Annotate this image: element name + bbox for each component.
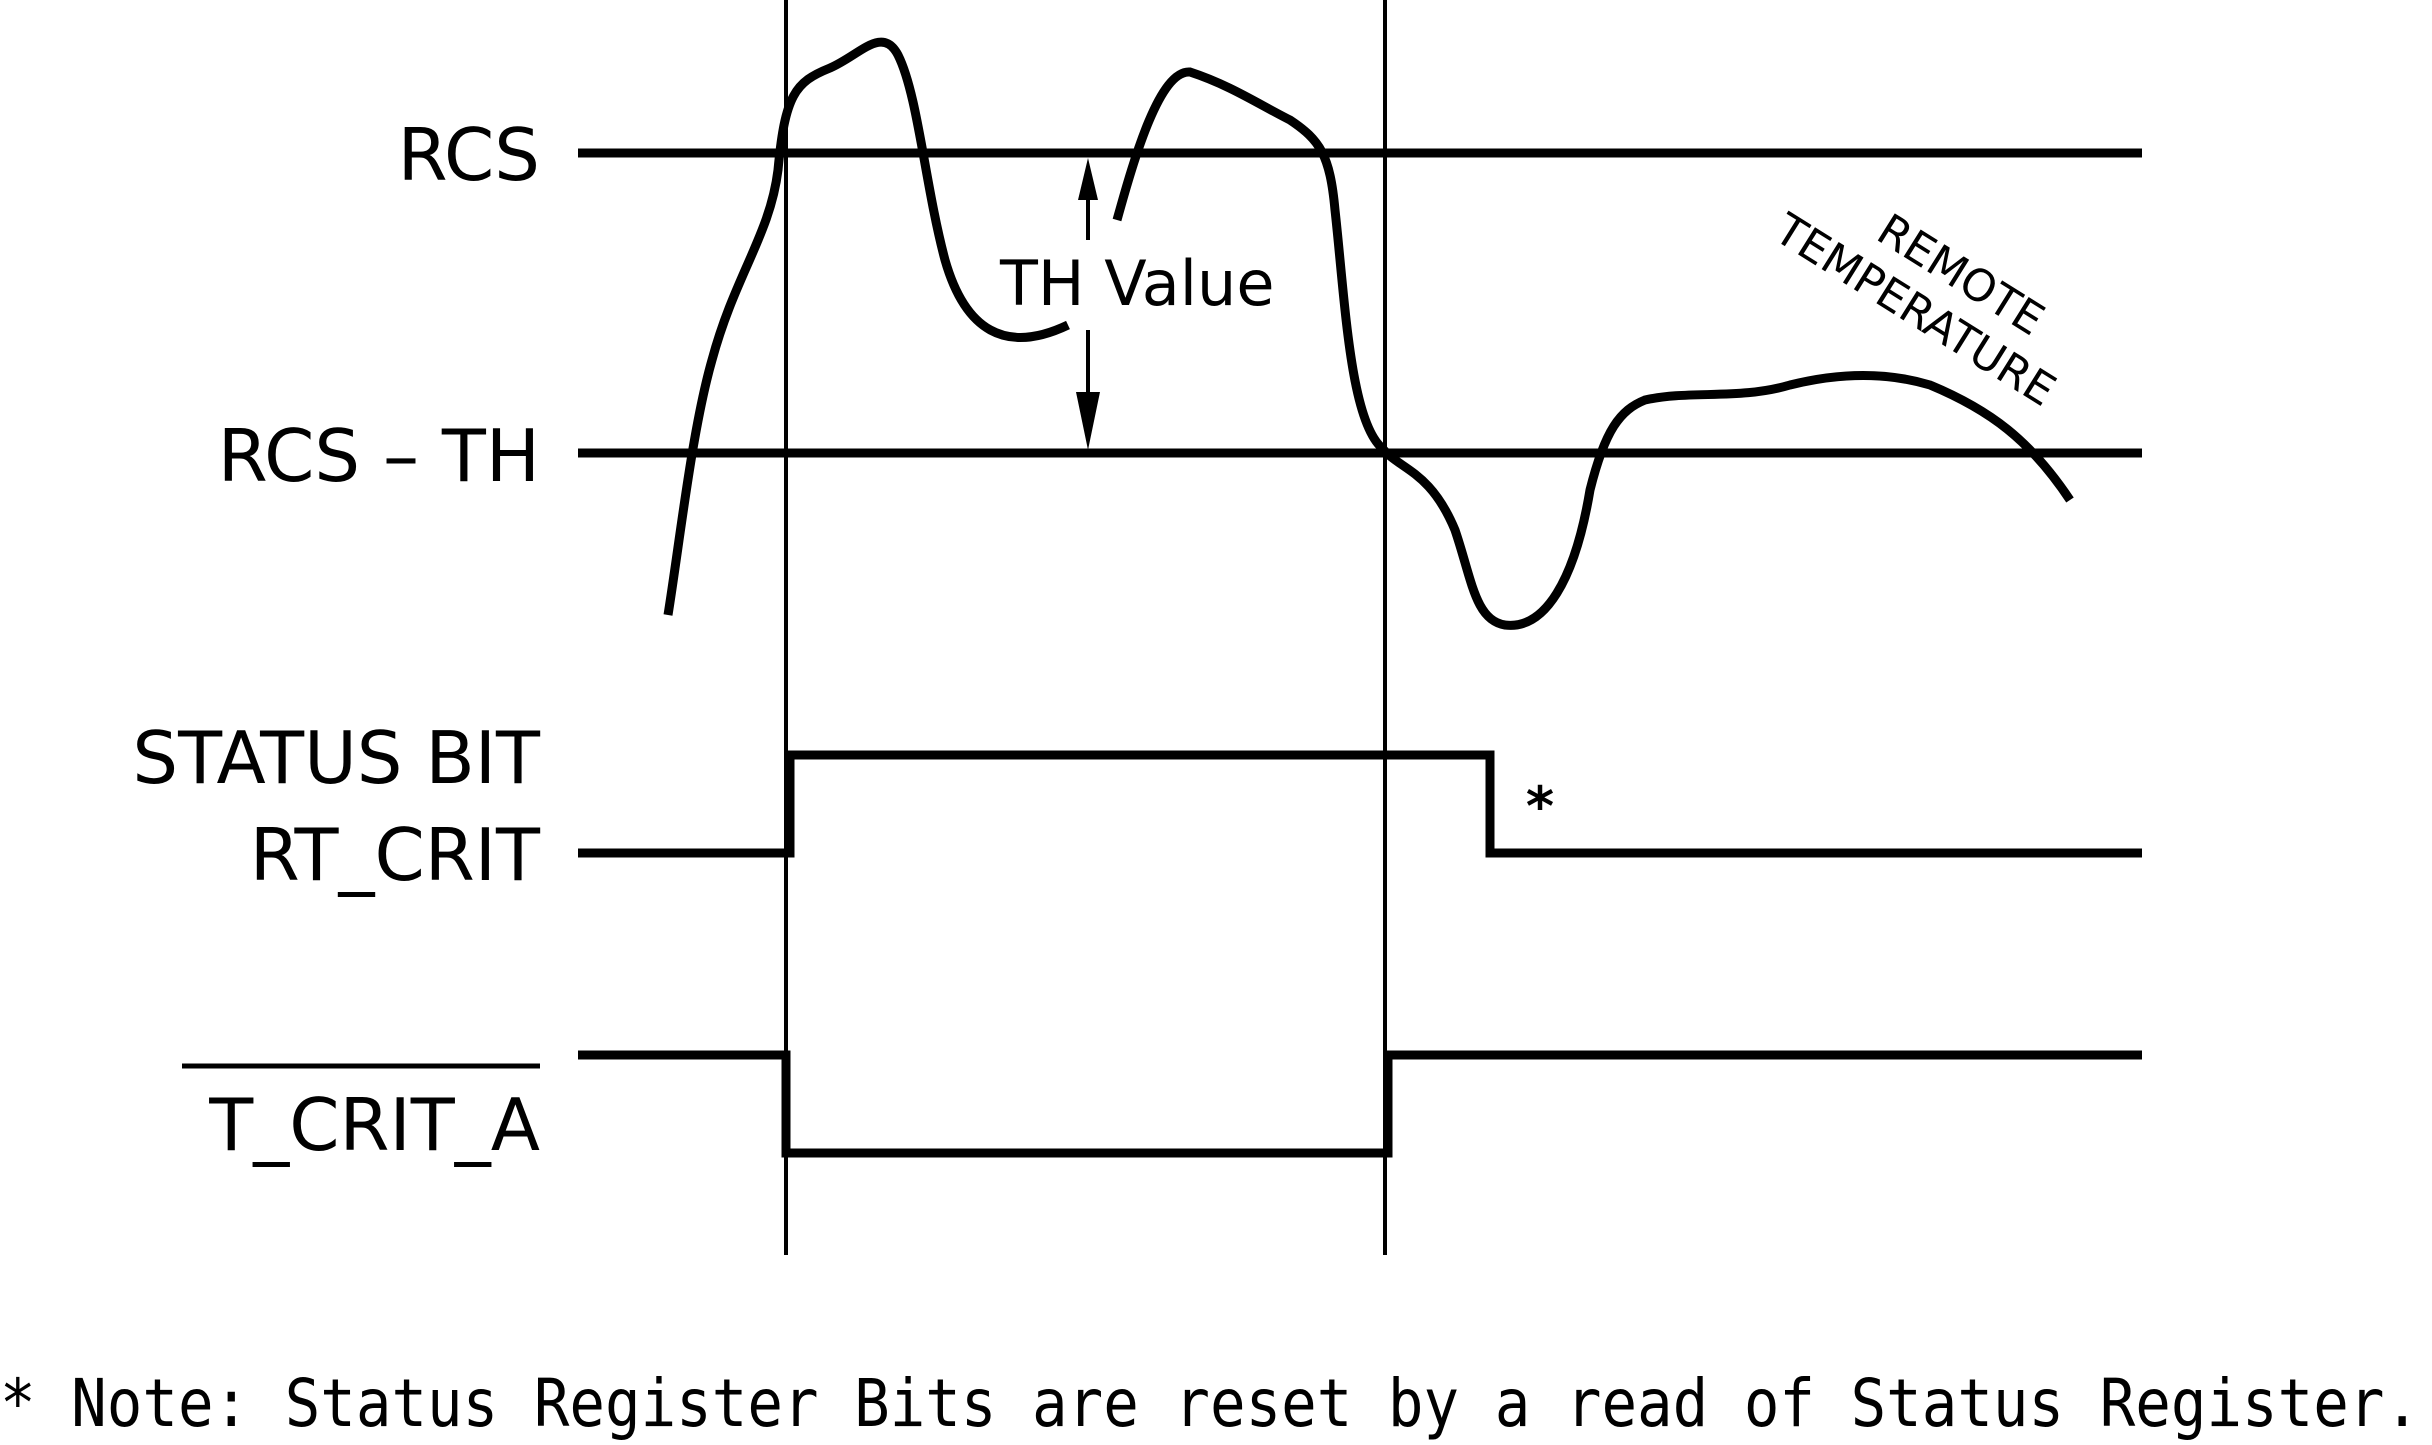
- rcs-minus-th-label: RCS – TH: [218, 414, 540, 498]
- rt-crit-label: RT_CRIT: [250, 813, 541, 897]
- t-crit-a-label: T_CRIT_A: [208, 1083, 540, 1167]
- footnote: * Note: Status Register Bits are reset b…: [0, 1365, 2420, 1442]
- remote-temperature-curve: [663, 37, 1070, 616]
- status-bit-label: STATUS BIT: [132, 716, 541, 800]
- th-value-arrow-up-head: [1078, 158, 1098, 200]
- th-value-label: TH Value: [999, 247, 1274, 320]
- status-reset-asterisk: *: [1526, 775, 1554, 838]
- t-crit-a-waveform: [578, 1050, 2142, 1158]
- rcs-label: RCS: [398, 113, 540, 197]
- status-bit-rt-crit-waveform: [578, 750, 2142, 858]
- th-value-arrow-down-head: [1076, 392, 1100, 450]
- remote-temperature-curve-2: [1112, 67, 2074, 630]
